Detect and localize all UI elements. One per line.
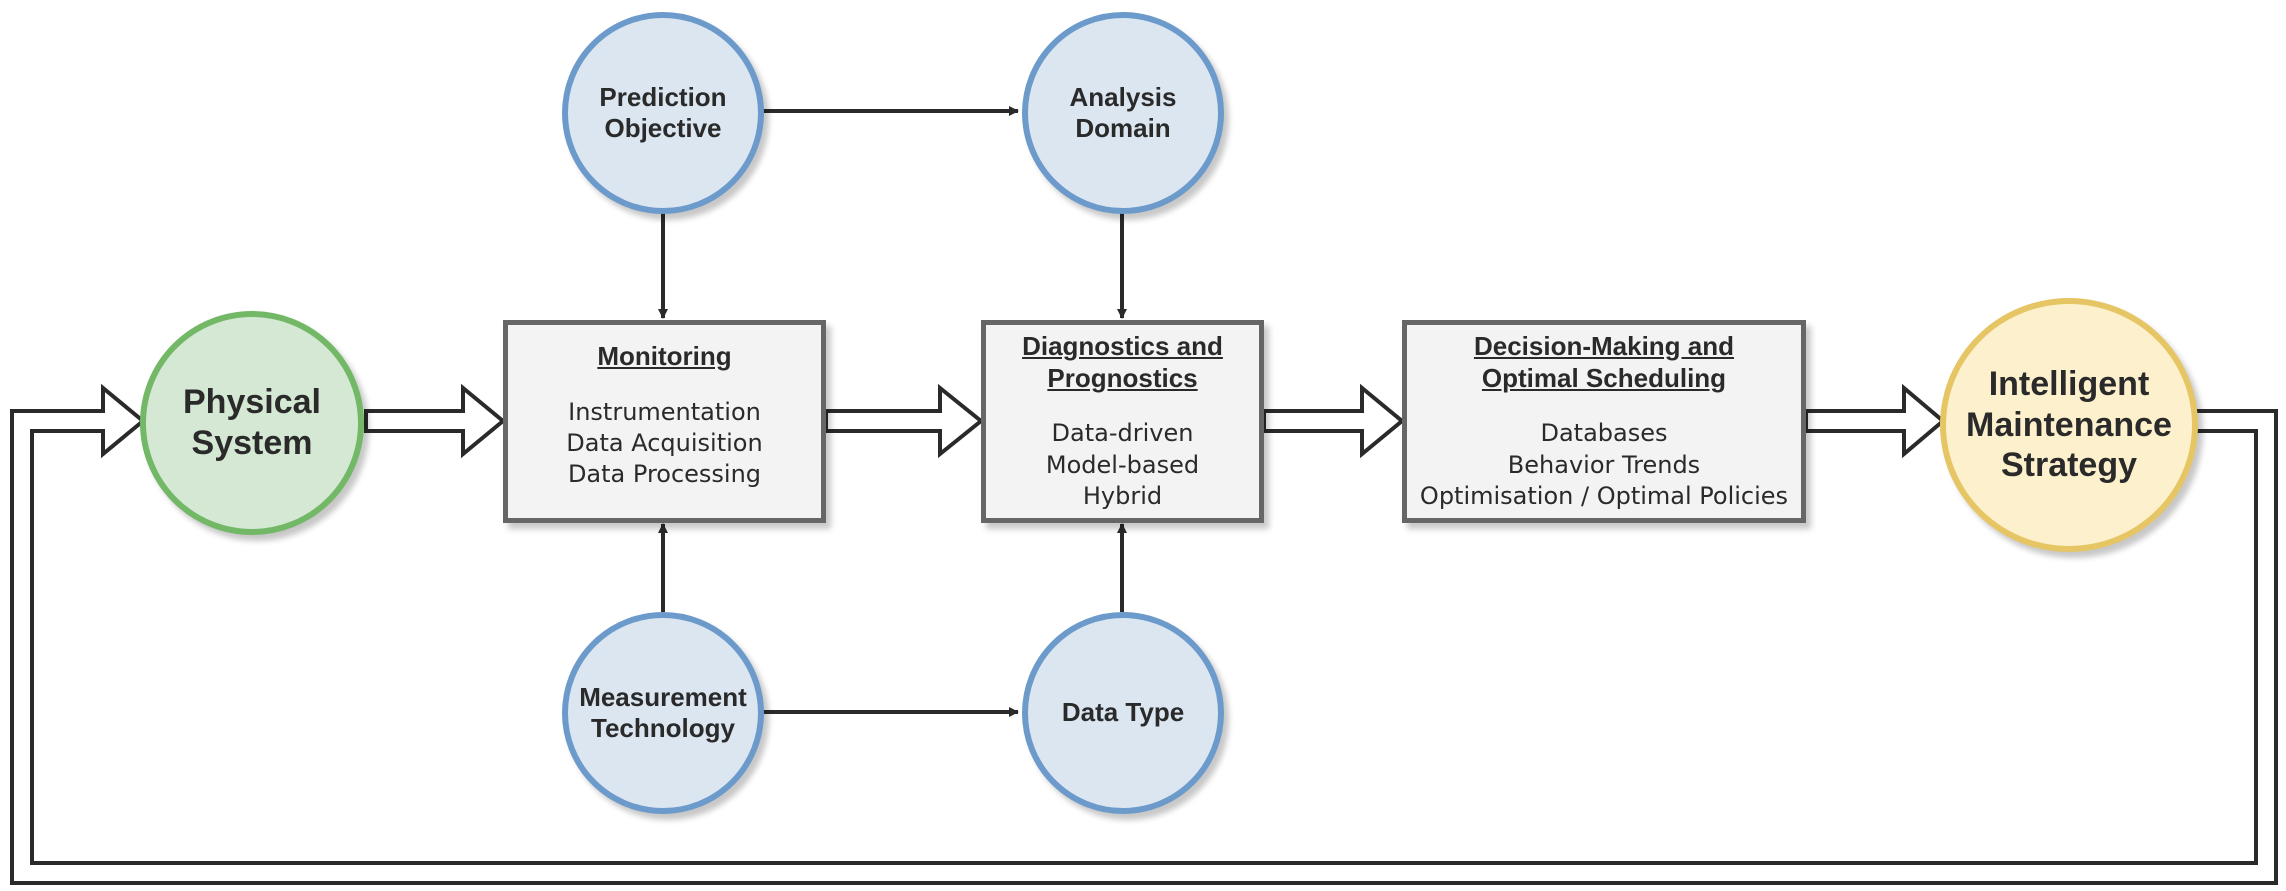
box-title-line: Decision-Making and [1473,331,1735,361]
node-label-line: Maintenance [1966,405,2172,444]
box-title-line: Diagnostics and [1022,331,1223,361]
monitoring-box: Monitoring Instrumentation Data Acquisit… [503,320,826,523]
box-item: Behavior Trends [1507,450,1701,479]
intelligent-maintenance-strategy-node: Intelligent Maintenance Strategy [1940,298,2198,552]
node-label-line: Analysis [1069,81,1177,112]
box-item: Data-driven [1051,419,1194,448]
physical-system-node: Physical System [140,311,364,535]
box-item: Optimisation / Optimal Policies [1419,481,1789,510]
box-title-line: Prognostics [1047,362,1198,393]
node-label-line: Data Type [1061,697,1185,728]
box-item: Databases [1540,419,1668,448]
node-label-line: System [191,424,313,462]
box-item: Hybrid [1082,481,1163,510]
node-label-line: Objective [604,113,722,143]
block-arrow-decision-to-strategy [1804,383,1947,459]
box-title: Monitoring [597,341,732,371]
box-title-line: Optimal Scheduling [1481,362,1727,393]
decision-making-box: Decision-Making and Optimal Scheduling D… [1402,320,1806,523]
prediction-objective-node: Prediction Objective [562,12,764,214]
node-label-line: Domain [1075,113,1171,143]
node-label-line: Prediction [599,81,727,112]
block-arrow-diagnostics-to-decision [1262,383,1406,459]
node-label-line: Intelligent [1988,364,2150,403]
box-item: Model-based [1045,450,1200,479]
diagnostics-prognostics-box: Diagnostics and Prognostics Data-driven … [981,320,1264,523]
box-item: Data Processing [567,460,762,489]
analysis-domain-node: Analysis Domain [1022,12,1224,214]
node-label-line: Technology [591,713,735,743]
node-label-line: Strategy [2000,446,2138,485]
block-arrow-monitoring-to-diagnostics [824,383,985,459]
box-item: Instrumentation [568,397,761,426]
measurement-technology-node: Measurement Technology [562,612,764,814]
node-label-line: Physical [183,383,321,422]
node-label-line: Measurement [579,681,747,712]
block-arrow-physical-to-monitoring [364,383,507,459]
data-type-node: Data Type [1022,612,1224,814]
box-item: Data Acquisition [566,428,763,457]
